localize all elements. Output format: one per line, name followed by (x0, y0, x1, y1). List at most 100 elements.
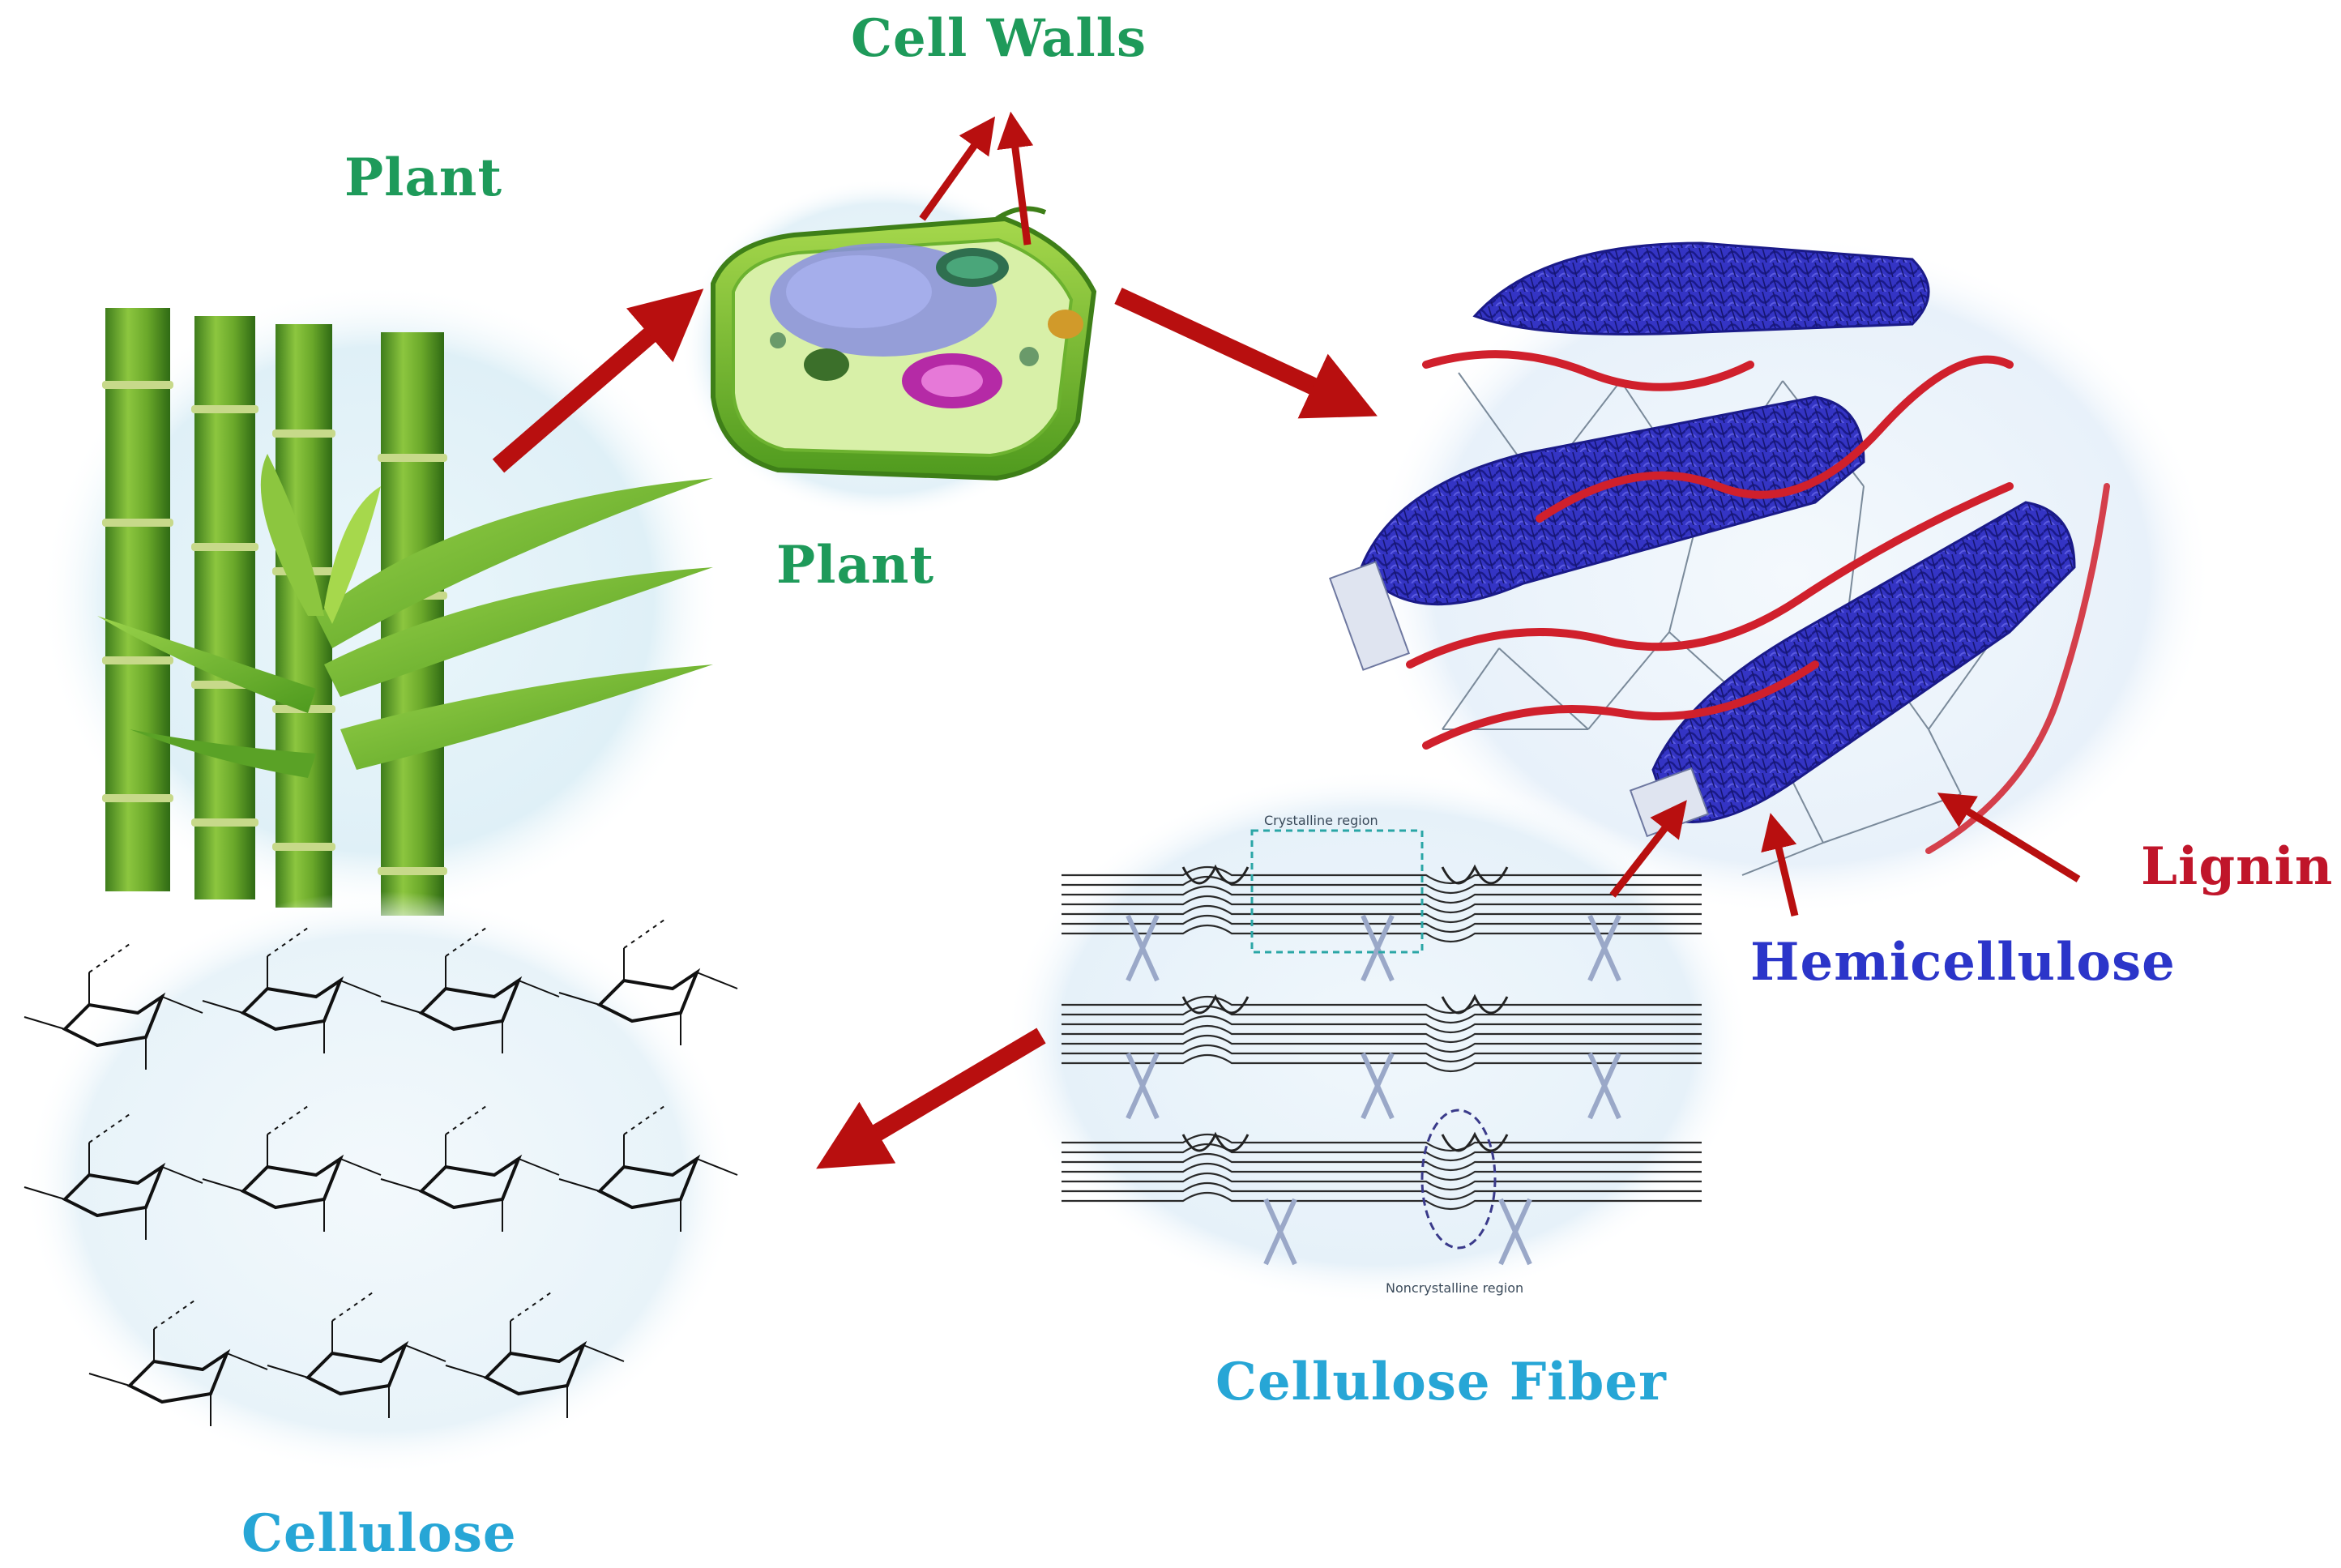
arrow-cell-wall-2 (997, 111, 1034, 246)
crosslink-line (1498, 647, 1589, 730)
substituent-bond (331, 1321, 390, 1418)
noncrystalline-region-ring (1420, 1109, 1497, 1250)
substituent-bond (267, 956, 325, 1053)
bamboo-node (378, 867, 447, 875)
fiber-strand (1062, 1192, 1702, 1210)
fiber-strand (1062, 886, 1702, 904)
arrow-plant-to-cell (492, 288, 704, 473)
fiber-strand (1062, 1143, 1702, 1161)
glycosidic-bond (558, 972, 738, 1006)
fiber-strand (1062, 1015, 1702, 1033)
hydrogen-bond (623, 919, 665, 949)
arrow-hemi-1 (1609, 800, 1687, 898)
fiber-twist (1181, 993, 1509, 1015)
fiber-link (1361, 1052, 1395, 1120)
molecule-backdrop (24, 891, 737, 1475)
crosslink-line (1442, 647, 1500, 730)
glycosidic-bond (88, 1352, 268, 1386)
fiber-link (1126, 914, 1160, 982)
substituent-bond (88, 1143, 147, 1240)
arrow-cell-wall-1 (919, 116, 996, 221)
fiber-strand (1062, 1054, 1702, 1072)
noncrystalline-region-text: Noncrystalline region (1386, 1280, 1523, 1296)
label-cellulose-fiber: Cellulose Fiber (1215, 1352, 1667, 1412)
fiber-link (1361, 914, 1395, 982)
bamboo-node (378, 454, 447, 462)
fiber-link (1263, 1198, 1297, 1266)
glycosidic-bond (558, 1158, 738, 1192)
crystalline-region-box (1250, 829, 1424, 954)
fiber-link (1587, 1052, 1621, 1120)
fiber-strand (1062, 915, 1702, 933)
bamboo-stalk (105, 308, 170, 891)
fiber-link (1587, 914, 1621, 982)
plant-cell-illustration (681, 178, 1097, 519)
label-plant-cell: Plant (776, 535, 934, 596)
bamboo-illustration (41, 284, 721, 916)
substituent-bond (445, 956, 503, 1053)
cellulose-fiber-illustration: Crystalline region Noncrystalline region (1005, 770, 1750, 1305)
fiber-strand (1062, 1035, 1702, 1053)
substituent-bond (88, 972, 147, 1070)
lignin-strands (1406, 350, 2110, 854)
label-hemicellulose: Hemicellulose (1750, 932, 2176, 993)
crosslink-line (1847, 485, 1865, 617)
bamboo-node (102, 519, 173, 527)
label-lignin: Lignin (2141, 836, 2334, 897)
fiber-strand (1062, 1153, 1702, 1171)
fiber-strand (1062, 925, 1702, 942)
crystalline-region-text: Crystalline region (1264, 813, 1378, 828)
fiber-strand (1062, 1006, 1702, 1023)
bamboo-stalk (194, 316, 255, 899)
bamboo-node (272, 429, 335, 438)
bamboo-node (102, 794, 173, 802)
bamboo-stalks (102, 308, 447, 916)
substituent-bond (623, 1134, 681, 1232)
glycosidic-bond (23, 996, 203, 1030)
fiber-link (1498, 1198, 1532, 1266)
fiber-strand (1062, 1163, 1702, 1181)
fiber-strand (1062, 905, 1702, 923)
crosslink-line (1928, 728, 1962, 795)
bamboo-leaves (97, 454, 713, 778)
fiber-backdrop (1005, 770, 1750, 1305)
fiber-strand (1062, 1173, 1702, 1190)
fiber-strand (1062, 876, 1702, 894)
process-arrows (492, 111, 2081, 1169)
arrow-lignin (1937, 793, 2081, 882)
substituent-bond (510, 1321, 568, 1418)
fiber-strands (1062, 864, 1702, 1266)
fiber-twist (1181, 864, 1509, 885)
label-plant: Plant (344, 147, 502, 208)
bamboo-node (272, 843, 335, 851)
substituent-bond (153, 1329, 211, 1426)
arrow-hemi-2 (1761, 813, 1799, 917)
fiber-strand (1062, 1182, 1702, 1200)
substituent-bond (445, 1134, 503, 1232)
glycosidic-bond (202, 980, 382, 1014)
fiber-link (1126, 1052, 1160, 1120)
glycosidic-bond (267, 1344, 446, 1378)
arrow-fiber-to-cellulose (816, 1028, 1046, 1169)
cellulose-molecule-illustration (23, 891, 738, 1475)
substituent-bond (623, 948, 681, 1045)
glycosidic-bond (202, 1158, 382, 1192)
bamboo-node (191, 818, 258, 827)
bamboo-node (102, 381, 173, 389)
glucose-rings (23, 919, 738, 1426)
glycosidic-bond (445, 1344, 625, 1378)
fiber-strand (1062, 895, 1702, 913)
fiber-twist (1181, 1131, 1509, 1152)
fiber-strand (1062, 1025, 1702, 1043)
bamboo-node (191, 543, 258, 551)
hydrogen-bond (88, 943, 130, 973)
fiber-strand (1062, 1045, 1702, 1062)
glycosidic-bond (380, 980, 560, 1014)
label-cellulose: Cellulose (241, 1503, 517, 1564)
bamboo-node (102, 656, 173, 664)
substituent-bond (267, 1134, 325, 1232)
glycosidic-bond (23, 1166, 203, 1200)
glycosidic-bond (380, 1158, 560, 1192)
